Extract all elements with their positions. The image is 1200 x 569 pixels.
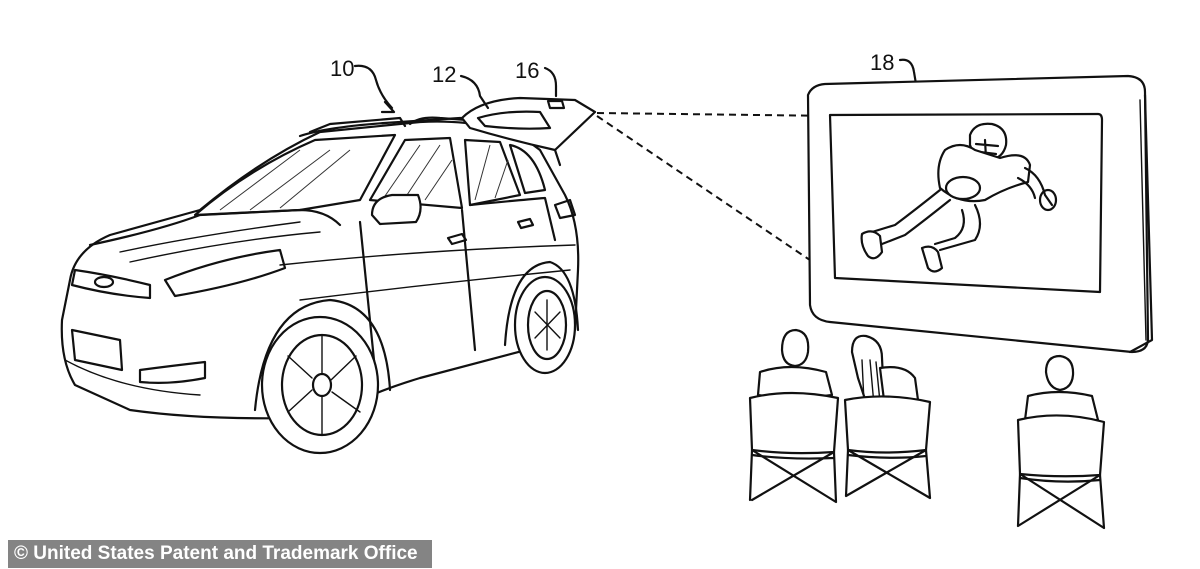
reference-leaders: [353, 58, 920, 114]
copyright-credit: © United States Patent and Trademark Off…: [8, 540, 432, 568]
spectator-chair-middle: [843, 334, 932, 500]
football-player-image: [860, 122, 1058, 273]
vehicle: [60, 96, 597, 455]
label-projector: 16: [515, 58, 539, 83]
spectator-chair-right: [1016, 354, 1106, 530]
label-liftgate: 12: [432, 62, 456, 87]
spectator-chair-left: [748, 328, 840, 504]
projection-beam: [596, 112, 839, 276]
label-screen: 18: [870, 50, 894, 75]
inflatable-screen: [806, 74, 1154, 354]
label-vehicle: 10: [330, 56, 354, 81]
